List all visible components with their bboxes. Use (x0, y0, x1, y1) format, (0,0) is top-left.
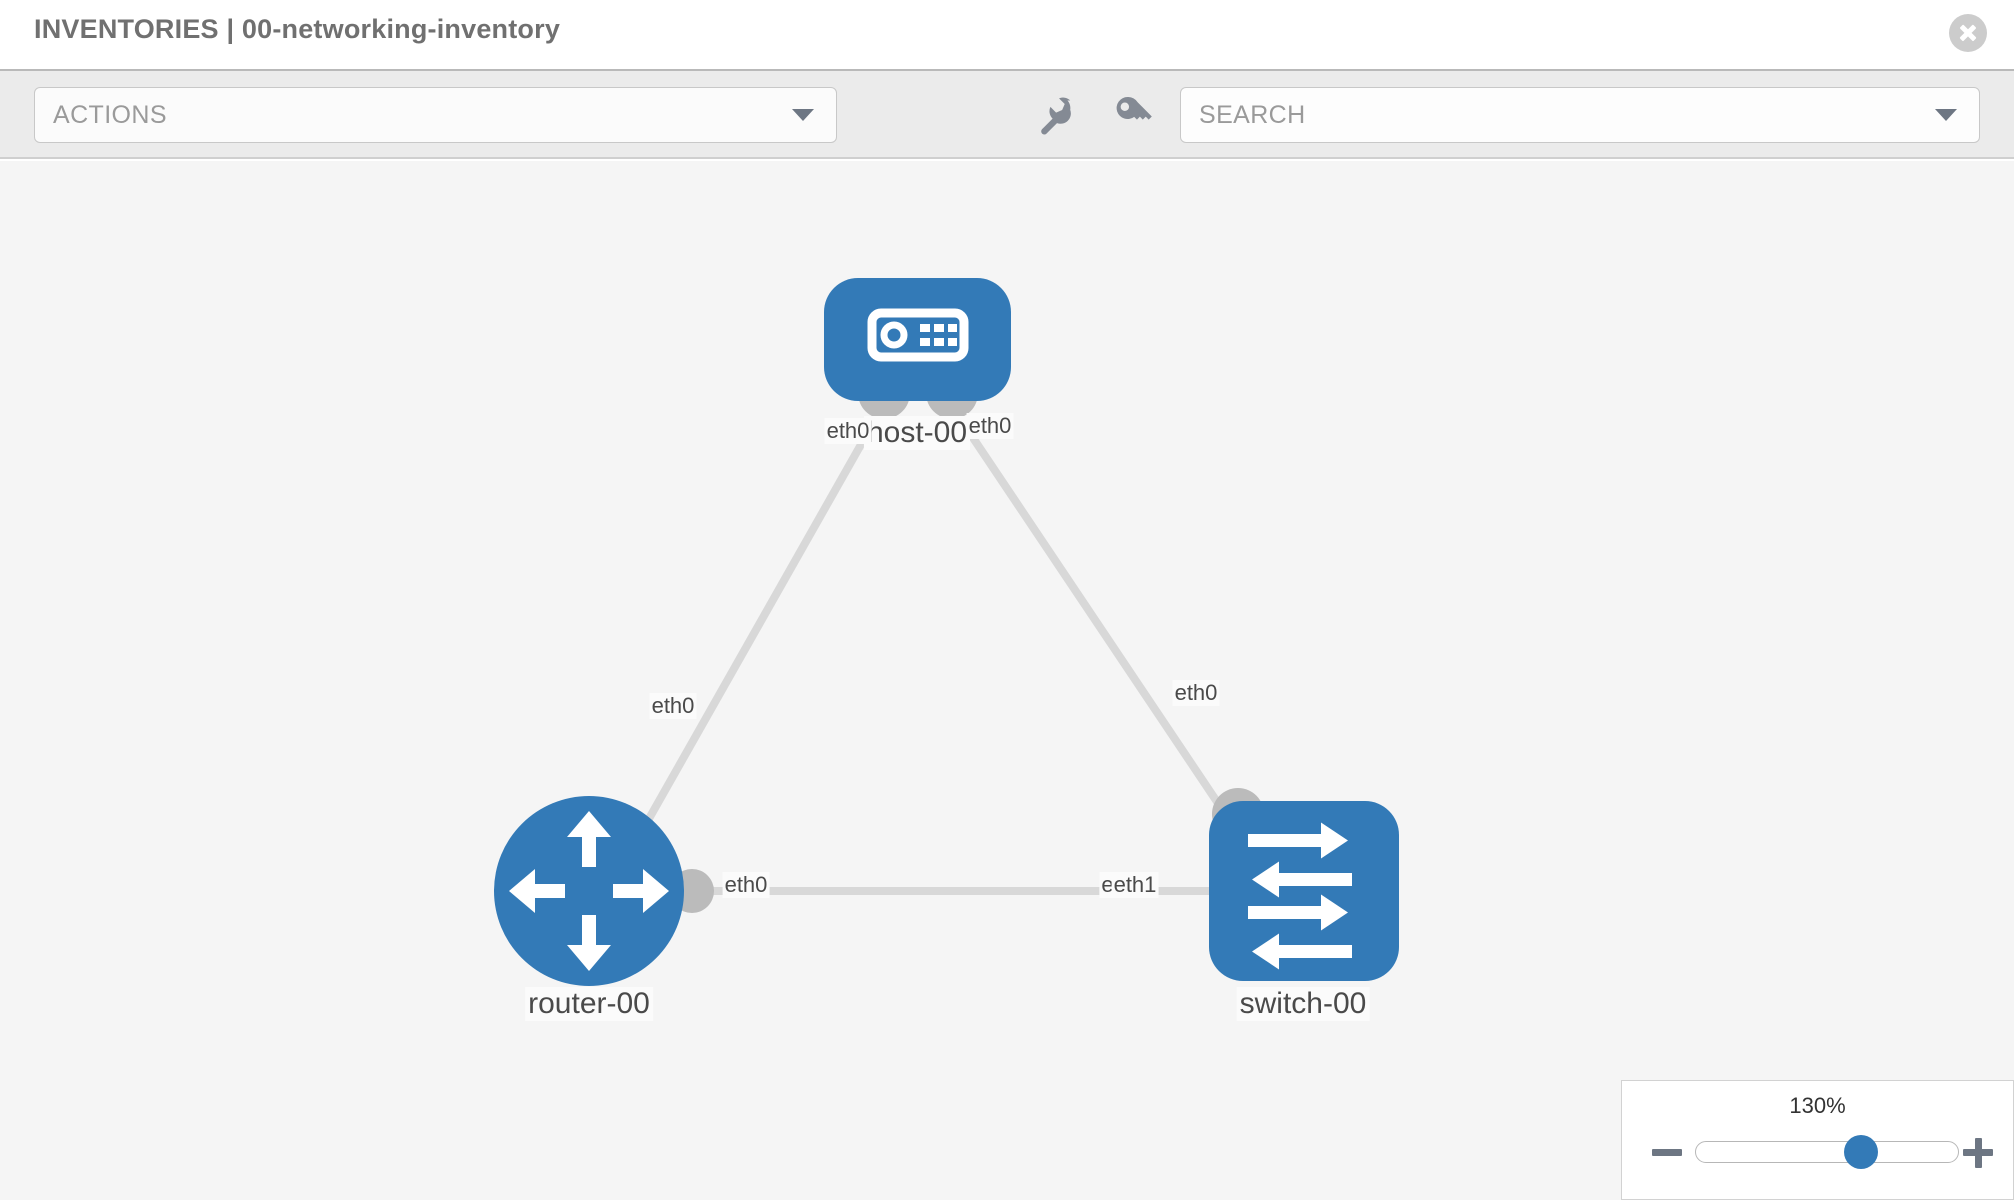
zoom-slider-track[interactable] (1695, 1135, 1959, 1169)
edge-label-router-eth0-up: eth0 (649, 693, 697, 719)
edge-label-host-eth0-left: eth0 (824, 418, 872, 444)
edge-label-switch-eth0-up: eth0 (1172, 680, 1220, 706)
edge-host-router[interactable] (621, 409, 884, 863)
topology-edges (621, 408, 1254, 895)
node-switch-00[interactable] (1209, 801, 1399, 981)
chevron-down-icon[interactable] (1935, 109, 1957, 121)
zoom-control-panel: 130% (1621, 1080, 2014, 1200)
topology-canvas[interactable]: host-00 router-00 switch-00 eth0 eth0 et… (0, 161, 2014, 1200)
zoom-in-button[interactable] (1963, 1137, 1993, 1168)
search-placeholder: SEARCH (1199, 101, 1306, 129)
page-title: INVENTORIES | 00-networking-inventory (34, 14, 561, 44)
chevron-down-icon (792, 109, 814, 121)
edge-label-switch-eth1: eth1 (1111, 872, 1159, 898)
zoom-out-button[interactable] (1652, 1137, 1682, 1167)
wrench-icon[interactable] (1033, 93, 1077, 137)
key-icon[interactable] (1110, 93, 1154, 137)
search-input[interactable]: SEARCH (1180, 87, 1980, 143)
actions-dropdown[interactable]: ACTIONS (34, 87, 837, 143)
toolbar: ACTIONS SEARCH (0, 69, 2014, 159)
page-header: INVENTORIES | 00-networking-inventory (0, 0, 2014, 69)
close-icon[interactable] (1949, 14, 1987, 52)
edge-host-switch[interactable] (951, 408, 1254, 854)
edge-label-host-eth0-right: eth0 (966, 413, 1014, 439)
node-host-00[interactable] (824, 278, 1011, 401)
node-label-router-00: router-00 (525, 987, 653, 1021)
zoom-level-value: 130% (1789, 1093, 1846, 1118)
node-label-host-00: host-00 (863, 416, 971, 450)
node-label-switch-00: switch-00 (1236, 987, 1370, 1021)
node-router-00[interactable] (494, 796, 684, 986)
topology-graph (494, 278, 1399, 986)
edge-label-router-eth0: eth0 (722, 872, 770, 898)
zoom-slider-handle[interactable] (1844, 1135, 1879, 1169)
actions-dropdown-label: ACTIONS (53, 101, 167, 129)
